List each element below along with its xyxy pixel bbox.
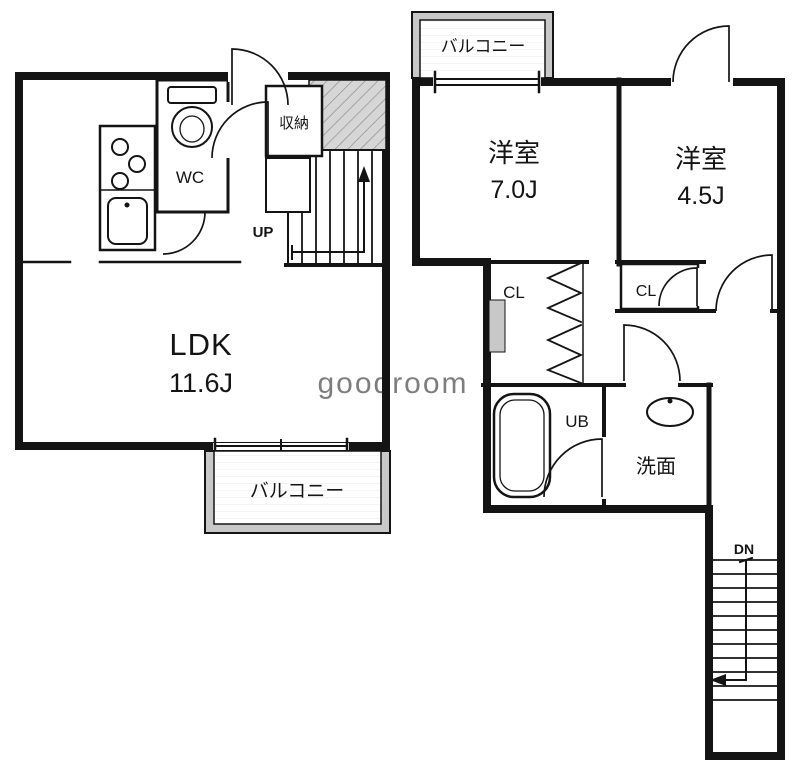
balcony-floor [419, 19, 546, 79]
storage-label: 収納 [279, 115, 309, 132]
stove-burner-icon [111, 138, 129, 156]
sink-icon [646, 397, 694, 427]
stairs-down [710, 556, 780, 701]
entrance-opening [671, 72, 733, 88]
door-arc [162, 211, 206, 255]
stove-burner-icon [128, 155, 146, 173]
bifold-door-icon [545, 261, 584, 324]
toilet-icon [167, 86, 217, 104]
balcony-floor1: バルコニー [204, 450, 391, 534]
door-arc [715, 254, 773, 312]
bath-label: UB [565, 412, 589, 431]
door-arc [211, 101, 269, 159]
ldk-label: LDK [169, 327, 232, 362]
floor2-unit: バルコニー 洋室 7.0J 洋室 4.5J [411, 11, 785, 760]
up-label: UP [253, 224, 274, 241]
bathtub-icon [499, 399, 545, 492]
door-arc [658, 267, 698, 307]
arrow-start-tick [738, 556, 754, 564]
wc-door-opening [224, 102, 232, 158]
balcony-label: バルコニー [441, 37, 526, 56]
closet-a: CL [488, 261, 584, 385]
floor1-unit: UP WC 収納 [15, 48, 391, 534]
faucet-icon [667, 398, 673, 404]
window-opening [433, 75, 541, 89]
room-a-label: 洋室 [488, 138, 540, 168]
dn-label: DN [734, 541, 754, 557]
stair-direction-arrow [723, 559, 747, 681]
entrance-door-arc [672, 25, 730, 83]
entrance-door-arc [231, 48, 289, 106]
stair-direction-arrow [293, 175, 365, 253]
room-b-size-label: 4.5J [677, 182, 724, 210]
washroom-label: 洗面 [636, 455, 676, 478]
stove-burner-icon [111, 172, 129, 190]
room-a-size-label: 7.0J [490, 176, 537, 204]
door-arc [623, 324, 681, 382]
ldk-size-label: 11.6J [169, 368, 233, 398]
window [433, 70, 541, 94]
watermark: goodroom [317, 367, 468, 400]
balcony-floor [213, 450, 382, 525]
bathroom: UB [492, 392, 608, 499]
balcony-label: バルコニー [250, 481, 345, 502]
wall-pillar [488, 299, 506, 353]
closet-b-label: CL [636, 283, 657, 300]
storage-walls [264, 84, 324, 158]
faucet-icon [124, 202, 130, 208]
floor2-exterior-wall [412, 78, 785, 760]
room-b-label: 洋室 [675, 144, 727, 174]
storage-closet: 収納 [211, 84, 324, 159]
entrance-opening [228, 70, 288, 82]
door-opening [626, 381, 678, 389]
wc-label: WC [176, 168, 204, 187]
door-opening [716, 307, 770, 315]
arrow-head-icon [358, 166, 370, 182]
kitchen-sink-icon [107, 197, 148, 245]
kitchen-counter [98, 124, 157, 252]
bifold-door-icon [545, 323, 584, 385]
door-arc [543, 438, 603, 498]
closet-a-label: CL [503, 283, 525, 302]
toilet-icon [179, 115, 205, 143]
stair-landing [265, 157, 311, 213]
balcony-floor2: バルコニー [411, 11, 554, 79]
washroom: 洗面 [636, 397, 694, 478]
bathtub-icon [492, 392, 552, 499]
wc-room: WC [155, 78, 232, 255]
arrow-head-icon [710, 674, 726, 686]
door-opening [600, 437, 608, 499]
closet-b: CL [619, 262, 701, 311]
